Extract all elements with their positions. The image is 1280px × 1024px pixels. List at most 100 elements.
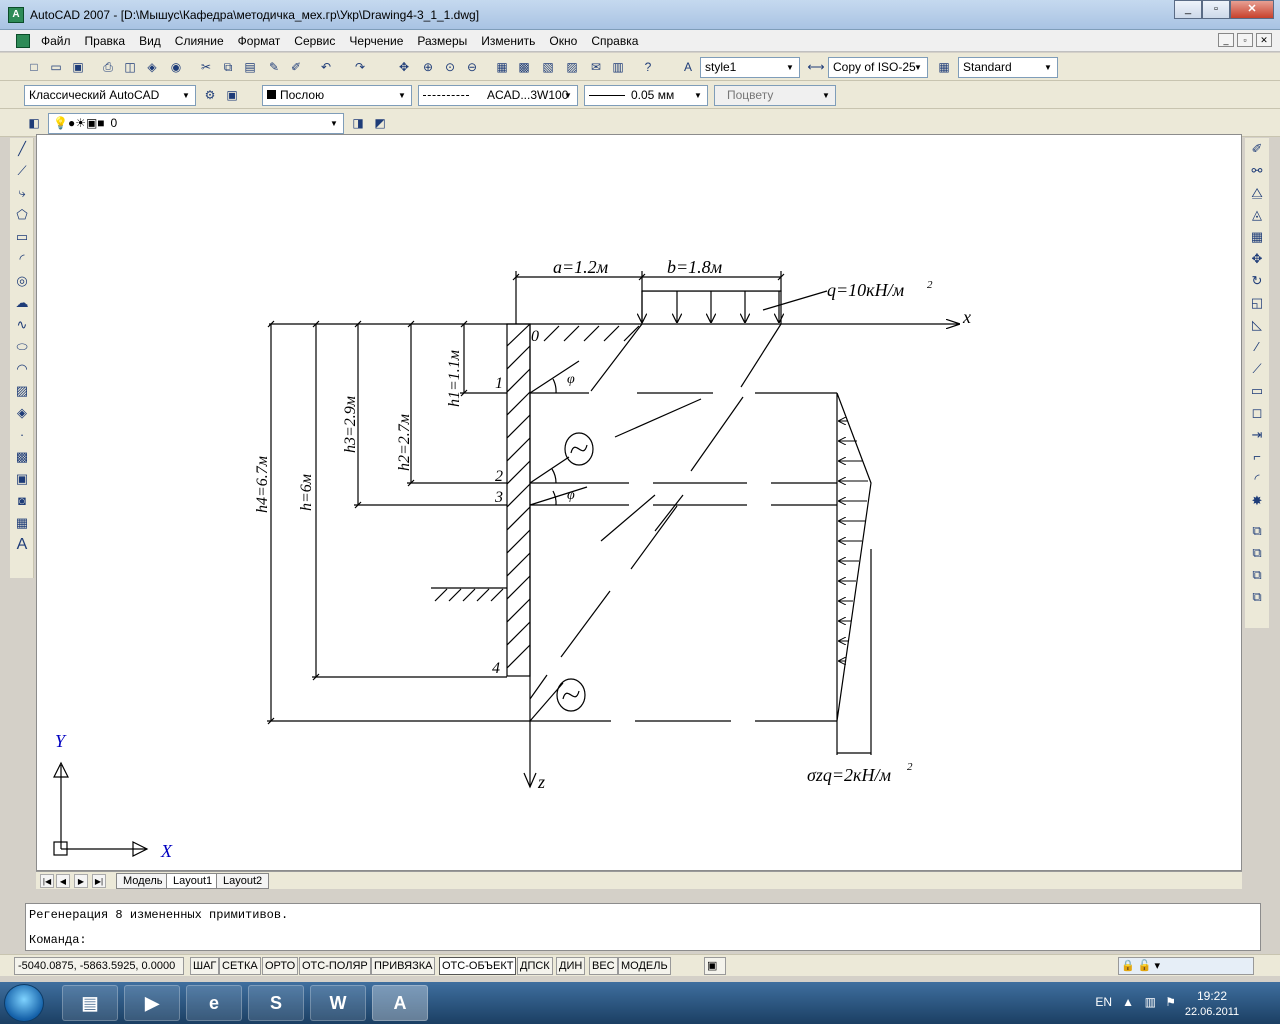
zoom-previous-icon[interactable]: ⊖ bbox=[466, 60, 478, 74]
properties-icon[interactable]: ▦ bbox=[496, 60, 508, 74]
polygon-icon[interactable]: ⬠ bbox=[16, 207, 28, 222]
autocad-app-icon[interactable]: A bbox=[8, 7, 24, 23]
circle-icon[interactable]: ◎ bbox=[16, 273, 28, 288]
construction-line-icon[interactable]: ⟋ bbox=[17, 163, 27, 178]
lineweight-select[interactable]: 0.05 мм ▼ bbox=[584, 85, 708, 106]
clock-time[interactable]: 19:22 bbox=[1196, 989, 1228, 1003]
ducs-toggle[interactable]: ДПСК bbox=[517, 957, 553, 975]
open-file-icon[interactable]: ▭ bbox=[50, 60, 62, 74]
doc-minimize-button[interactable]: _ bbox=[1218, 33, 1234, 47]
mirror-icon[interactable]: ⧋ bbox=[1251, 185, 1263, 200]
break-icon[interactable]: ◻ bbox=[1251, 405, 1263, 420]
first-tab-button[interactable]: |◀ bbox=[40, 874, 54, 888]
arc-icon[interactable]: ◜ bbox=[19, 251, 25, 266]
gradient-icon[interactable]: ▣ bbox=[15, 471, 29, 486]
rotate-icon[interactable]: ↻ bbox=[1251, 273, 1263, 288]
maximize-viewport-icon[interactable]: ▣ bbox=[704, 957, 726, 975]
text-front-icon[interactable]: ⧉ bbox=[1252, 589, 1262, 604]
workspace-settings-icon[interactable]: ⚙ bbox=[204, 88, 216, 102]
snap-toggle[interactable]: ШАГ bbox=[190, 957, 220, 975]
language-indicator[interactable]: EN bbox=[1095, 995, 1112, 1009]
point-icon[interactable]: · bbox=[19, 427, 25, 442]
stretch-icon[interactable]: ◺ bbox=[1252, 317, 1262, 332]
autocad-taskbar-icon[interactable]: A bbox=[372, 985, 428, 1021]
workspace-save-icon[interactable]: ▣ bbox=[226, 88, 238, 102]
menu-edit[interactable]: Правка bbox=[84, 34, 126, 48]
text-style-icon[interactable]: A bbox=[683, 60, 692, 74]
send-back-icon[interactable]: ⧉ bbox=[1252, 567, 1262, 582]
erase-icon[interactable]: ✐ bbox=[1251, 141, 1263, 156]
word-taskbar-icon[interactable]: W bbox=[310, 985, 366, 1021]
layer-select[interactable]: 💡●☀▣■0 ▼ bbox=[48, 113, 344, 134]
skype-taskbar-icon[interactable]: S bbox=[248, 985, 304, 1021]
plot-icon[interactable]: ⎙ bbox=[103, 60, 113, 74]
make-current-layer-icon[interactable]: ◨ bbox=[352, 116, 364, 130]
hatch-icon[interactable]: ▩ bbox=[15, 449, 29, 464]
explorer-taskbar-icon[interactable]: ▤ bbox=[62, 985, 118, 1021]
chamfer-icon[interactable]: ⌐ bbox=[1253, 449, 1261, 464]
redo-icon[interactable]: ↷ bbox=[354, 60, 366, 74]
help-icon[interactable]: ? bbox=[644, 60, 652, 74]
join-icon[interactable]: ⇥ bbox=[1251, 427, 1263, 442]
publish-web-icon[interactable]: ◉ bbox=[170, 60, 182, 74]
lwt-toggle[interactable]: ВЕС bbox=[589, 957, 618, 975]
action-center-flag-icon[interactable]: ⚑ bbox=[1165, 995, 1176, 1009]
array-icon[interactable]: ▦ bbox=[1250, 229, 1264, 244]
ellipse-arc-icon[interactable]: ◠ bbox=[16, 361, 28, 376]
table-style-select[interactable]: Standard ▼ bbox=[958, 57, 1058, 78]
layer-previous-icon[interactable]: ◩ bbox=[374, 116, 386, 130]
match-properties-icon[interactable]: ✎ bbox=[268, 60, 280, 74]
menu-window[interactable]: Окно bbox=[549, 34, 578, 48]
menu-file[interactable]: Файл bbox=[41, 34, 71, 48]
doc-restore-button[interactable]: ▫ bbox=[1237, 33, 1253, 47]
next-tab-button[interactable]: ▶ bbox=[74, 874, 88, 888]
text-style-select[interactable]: style1 ▼ bbox=[700, 57, 800, 78]
break-at-point-icon[interactable]: ▭ bbox=[1250, 383, 1264, 398]
design-center-icon[interactable]: ▩ bbox=[518, 60, 530, 74]
last-tab-button[interactable]: ▶| bbox=[92, 874, 106, 888]
prev-tab-button[interactable]: ◀ bbox=[56, 874, 70, 888]
command-window[interactable]: Регенерация 8 измененных примитивов. Ком… bbox=[25, 903, 1261, 951]
dim-style-icon[interactable]: ⟷ bbox=[807, 60, 825, 74]
menu-dimension[interactable]: Размеры bbox=[417, 34, 468, 48]
menu-modify[interactable]: Изменить bbox=[481, 34, 536, 48]
grid-toggle[interactable]: СЕТКА bbox=[219, 957, 261, 975]
draw-order-icon[interactable]: ⧉ bbox=[1252, 523, 1262, 538]
model-toggle[interactable]: МОДЕЛЬ bbox=[618, 957, 671, 975]
trim-icon[interactable]: ⁄ bbox=[1255, 339, 1259, 354]
internet-explorer-taskbar-icon[interactable]: e bbox=[186, 985, 242, 1021]
color-select[interactable]: Послою ▼ bbox=[262, 85, 412, 106]
offset-icon[interactable]: ◬ bbox=[1252, 207, 1262, 222]
menu-merge[interactable]: Слияние bbox=[174, 34, 224, 48]
block-editor-icon[interactable]: ✐ bbox=[290, 60, 302, 74]
zoom-window-icon[interactable]: ⊙ bbox=[444, 60, 456, 74]
polyline-icon[interactable]: ⤷ bbox=[18, 185, 26, 200]
osnap-toggle[interactable]: ПРИВЯЗКА bbox=[371, 957, 436, 975]
document-icon[interactable] bbox=[16, 34, 30, 48]
media-player-taskbar-icon[interactable]: ▶ bbox=[124, 985, 180, 1021]
rectangle-icon[interactable]: ▭ bbox=[15, 229, 29, 244]
workspace-select[interactable]: Классический AutoCAD ▼ bbox=[24, 85, 196, 106]
tab-layout1[interactable]: Layout1 bbox=[166, 873, 220, 889]
extend-icon[interactable]: ⟋ bbox=[1252, 361, 1262, 376]
tray-settings-icons[interactable]: 🔒 🔓 ▾ bbox=[1118, 957, 1254, 975]
ellipse-icon[interactable]: ⬭ bbox=[16, 339, 28, 354]
spline-icon[interactable]: ∿ bbox=[16, 317, 28, 332]
network-icon[interactable]: ▥ bbox=[1144, 995, 1156, 1009]
tool-palettes-icon[interactable]: ▧ bbox=[542, 60, 554, 74]
menu-draw[interactable]: Черчение bbox=[349, 34, 404, 48]
publish-icon[interactable]: ◈ bbox=[147, 60, 157, 74]
calculator-icon[interactable]: ▥ bbox=[612, 60, 624, 74]
coordinates-display[interactable]: -5040.0875, -5863.5925, 0.0000 bbox=[14, 957, 184, 975]
doc-close-button[interactable]: ✕ bbox=[1256, 33, 1272, 47]
layer-manager-icon[interactable]: ◧ bbox=[28, 116, 40, 130]
move-icon[interactable]: ✥ bbox=[1251, 251, 1263, 266]
line-icon[interactable]: ╱ bbox=[18, 141, 26, 156]
pan-icon[interactable]: ✥ bbox=[398, 60, 410, 74]
tab-model[interactable]: Модель bbox=[116, 873, 170, 889]
explode-icon[interactable]: ✸ bbox=[1251, 493, 1263, 508]
otrack-toggle[interactable]: ОТС-ОБЪЕКТ bbox=[439, 957, 517, 975]
cut-icon[interactable]: ✂ bbox=[200, 60, 212, 74]
close-button[interactable]: ✕ bbox=[1230, 0, 1274, 19]
zoom-realtime-icon[interactable]: ⊕ bbox=[422, 60, 434, 74]
